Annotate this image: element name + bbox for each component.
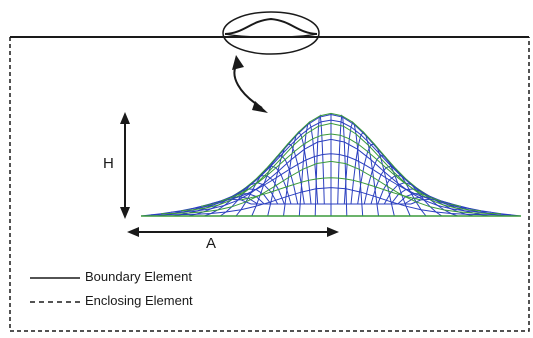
detail-bump-outline xyxy=(224,17,318,35)
height-arrow-head-bottom xyxy=(120,207,130,219)
mesh-ring-line xyxy=(240,177,422,201)
pointer-arrow-head-top xyxy=(232,55,244,70)
mesh-ring-line xyxy=(160,160,502,215)
width-arrow-head-right xyxy=(327,227,339,237)
bump-surface-mesh xyxy=(140,112,522,217)
enclosing-element-boundary xyxy=(9,37,530,332)
mesh-ring-line xyxy=(230,153,432,200)
mesh-ring-line xyxy=(180,122,482,212)
mesh-meridian-line xyxy=(337,114,348,217)
width-label: A xyxy=(206,235,217,252)
detail-ellipse xyxy=(222,11,320,55)
height-label: H xyxy=(103,155,114,172)
mesh-ring-line xyxy=(210,119,452,205)
width-arrow-head-left xyxy=(127,227,139,237)
mesh-meridian-line xyxy=(314,114,325,217)
mesh-ring-line xyxy=(220,133,442,202)
detail-bump-base xyxy=(224,33,318,38)
mesh-ring-line xyxy=(150,187,512,216)
pointer-arrow xyxy=(233,61,263,109)
mesh-ring-line xyxy=(170,138,492,213)
pointer-arrow-head-bottom xyxy=(252,101,268,113)
legend-enclosing-label: Enclosing Element xyxy=(85,293,193,308)
height-arrow-head-top xyxy=(120,112,130,124)
legend-boundary-label: Boundary Element xyxy=(85,269,192,284)
